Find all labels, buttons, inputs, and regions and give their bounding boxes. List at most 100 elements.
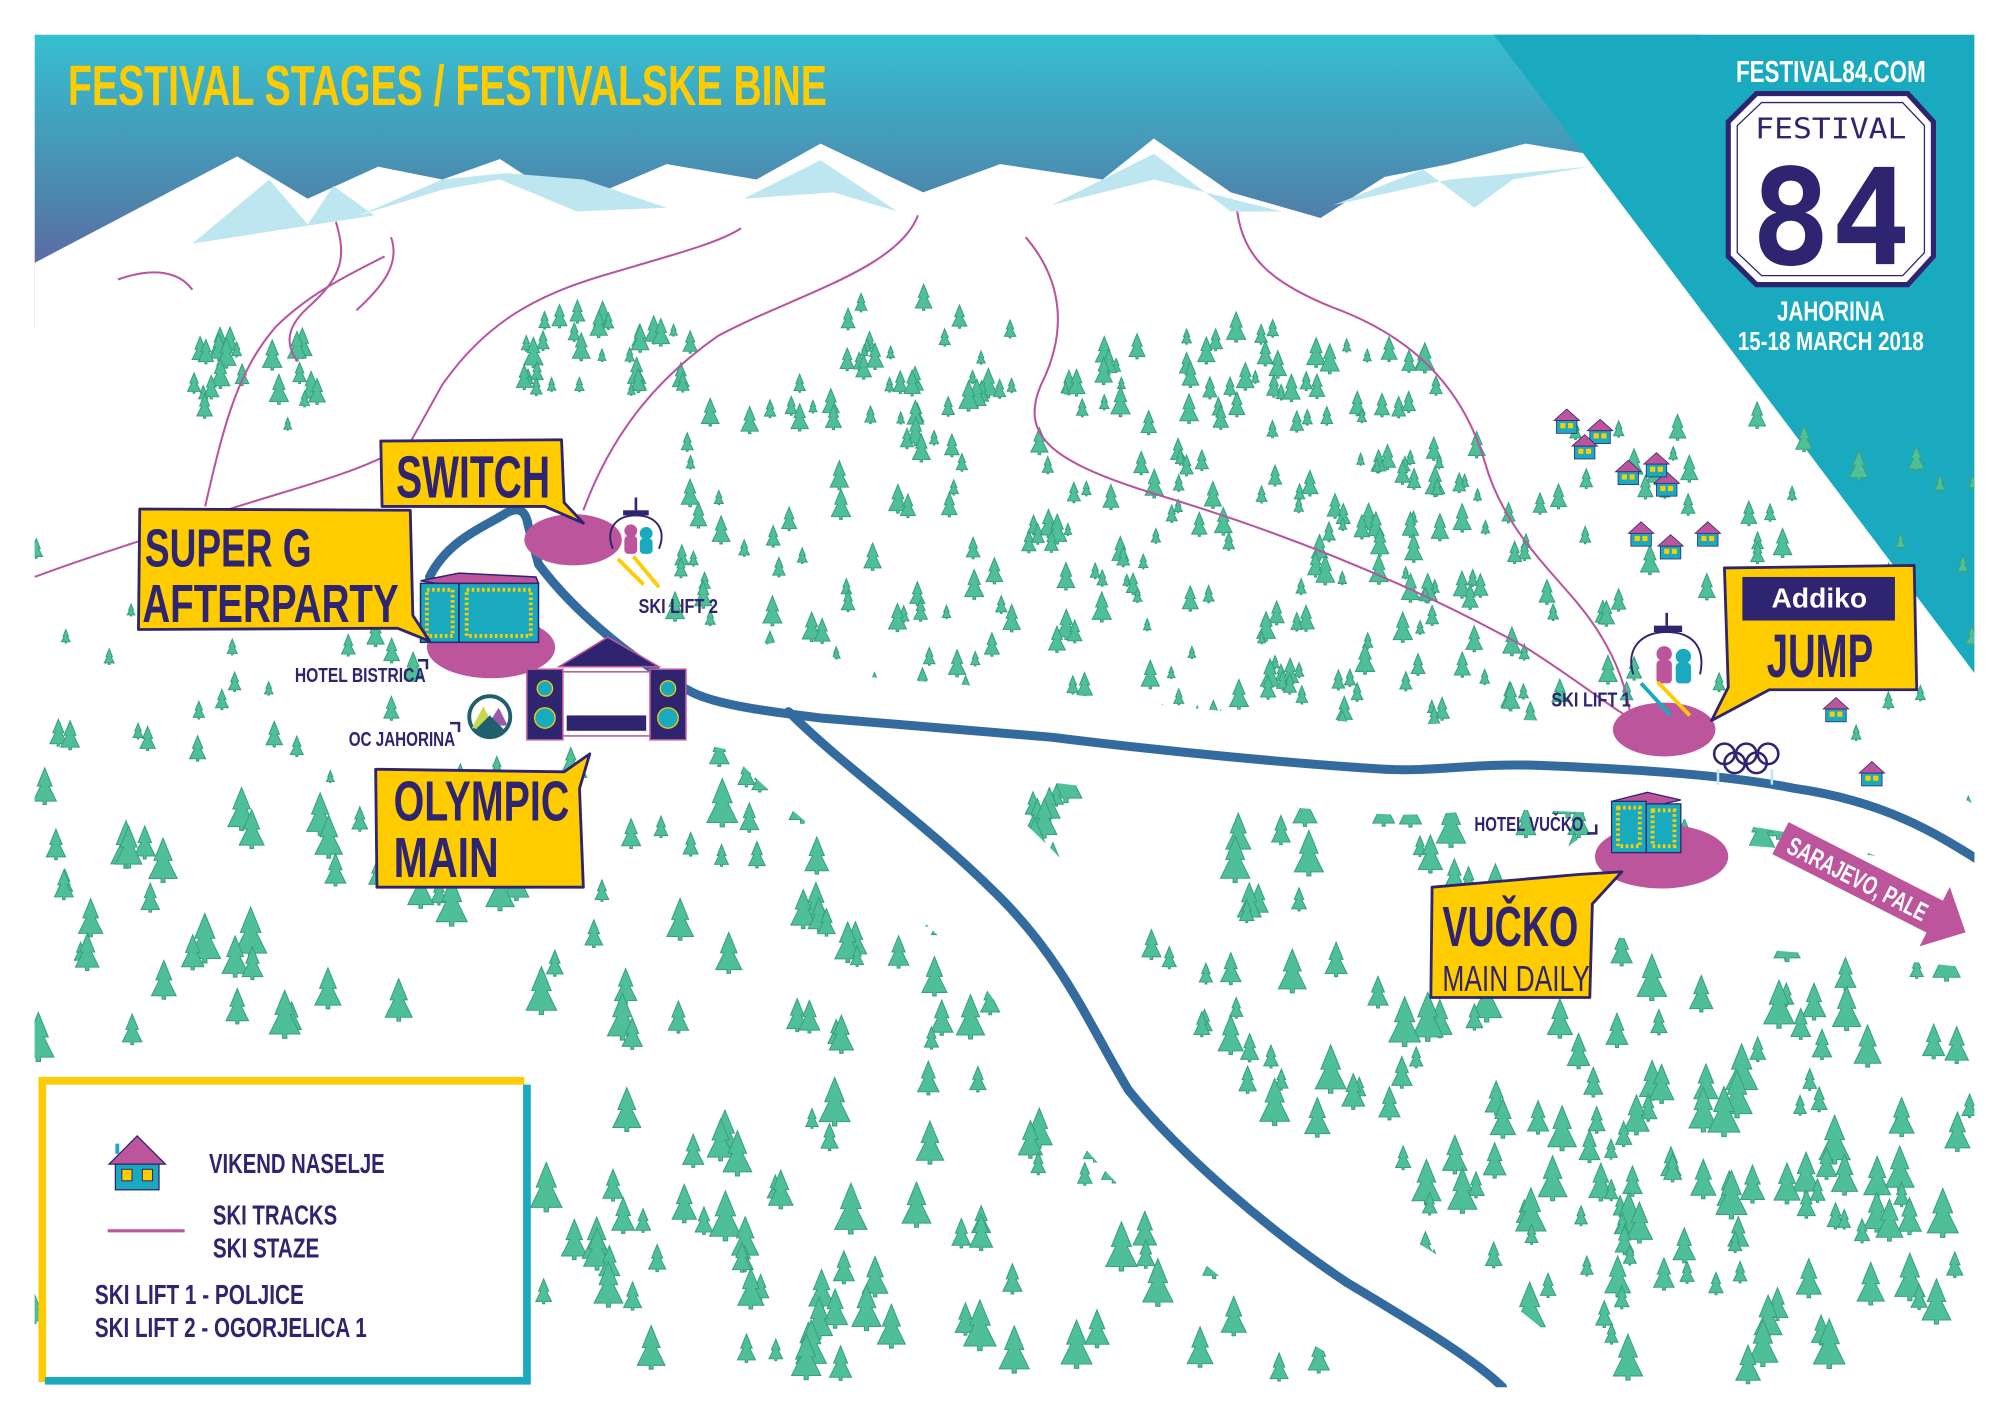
tree-icon: [1258, 1077, 1291, 1127]
tree-icon: [1076, 1161, 1093, 1186]
ski-lift-1-area[interactable]: [1612, 702, 1716, 757]
jump-label[interactable]: JUMP: [1767, 622, 1873, 691]
tree-icon: [1524, 1222, 1539, 1245]
tree-icon: [1489, 1097, 1517, 1139]
tree-icon: [1539, 1271, 1557, 1299]
tree-icon: [1637, 473, 1654, 500]
website-label[interactable]: FESTIVAL84.COM: [1736, 54, 1926, 89]
tree-icon: [1707, 1270, 1724, 1296]
tree-icon: [1356, 407, 1368, 424]
tree-icon: [1810, 1085, 1828, 1113]
tree-icon: [714, 931, 743, 974]
tree-icon: [1790, 1007, 1812, 1040]
tree-icon: [887, 934, 910, 969]
tree-icon: [689, 500, 708, 529]
tree-icon: [1688, 974, 1714, 1013]
tree-icon: [1853, 1023, 1882, 1068]
tree-icon: [1228, 390, 1246, 418]
vucko-stage-callout[interactable]: VUČKO MAIN DAILY: [1429, 870, 1624, 999]
tree-icon: [121, 1012, 143, 1046]
tree-icon: [1198, 961, 1214, 985]
tree-icon: [804, 835, 830, 875]
tree-icon: [804, 1107, 820, 1129]
tree-icon: [1193, 1010, 1211, 1038]
tree-icon: [1848, 448, 1870, 481]
tree-icon: [594, 878, 610, 902]
vucko-label[interactable]: VUČKO: [1442, 895, 1578, 958]
tree-icon: [975, 349, 987, 365]
oc-jahorina-label[interactable]: OC JAHORINA: [349, 728, 456, 751]
tree-icon: [967, 369, 978, 385]
tree-icon: [140, 881, 161, 913]
tree-icon: [1228, 678, 1250, 710]
tree-icon: [1452, 471, 1467, 494]
super-g-label[interactable]: SUPER G: [145, 519, 312, 579]
tree-icon: [630, 323, 650, 353]
main-daily-label[interactable]: MAIN DAILY: [1442, 959, 1589, 999]
tree-icon: [675, 371, 690, 393]
switch-stage-label[interactable]: SWITCH: [396, 445, 550, 510]
tree-icon: [1668, 413, 1687, 441]
tree-icon: [1282, 672, 1298, 695]
tree-icon: [265, 720, 284, 748]
switch-stage-callout[interactable]: SWITCH: [379, 438, 585, 525]
tree-icon: [708, 1189, 743, 1242]
tree-icon: [1896, 1196, 1923, 1236]
tree-icon: [668, 322, 679, 337]
tree-icon: [951, 1217, 972, 1249]
ski-lift-2-label[interactable]: SKI LIFT 2: [638, 595, 717, 618]
house-icon: [1642, 452, 1671, 478]
tree-icon: [828, 1013, 855, 1054]
tree-icon: [1749, 1035, 1767, 1063]
super-g-stage-callout[interactable]: SUPER G AFTERPARTY: [137, 507, 431, 643]
afterparty-label[interactable]: AFTERPARTY: [142, 574, 398, 634]
tree-icon: [647, 1243, 667, 1273]
ski-lift-1-label[interactable]: SKI LIFT 1: [1551, 688, 1630, 711]
tree-icon: [1801, 981, 1827, 1021]
tree-icon: [798, 998, 821, 1034]
tree-icon: [1030, 1150, 1047, 1176]
tree-icon: [1043, 529, 1060, 553]
tree-icon: [1341, 1072, 1366, 1110]
tree-icon: [1914, 684, 1927, 702]
tree-icon: [1921, 1277, 1952, 1325]
tree-icon: [1290, 886, 1308, 912]
tree-icon: [731, 1241, 753, 1273]
hotel-vucko-label[interactable]: HOTEL VUČKO: [1474, 812, 1583, 836]
tree-icon: [851, 1283, 882, 1332]
weekend-houses: [1552, 408, 1886, 787]
tree-icon: [1179, 453, 1194, 477]
tree-icon: [1141, 928, 1162, 961]
tree-icon: [680, 477, 700, 508]
switch-area[interactable]: [524, 514, 622, 566]
legend-tracks-en: SKI TRACKS: [213, 1198, 337, 1230]
tree-icon: [1165, 503, 1179, 524]
tree-icon: [653, 814, 669, 839]
dates-label: 15-18 MARCH 2018: [1738, 328, 1924, 356]
tree-icon: [947, 648, 967, 678]
olympic-main-stage-callout[interactable]: OLYMPIC MAIN: [374, 752, 592, 889]
main-label[interactable]: MAIN: [394, 826, 499, 889]
hotel-bistrica-building-icon: [419, 572, 540, 644]
tree-icon: [1894, 531, 1907, 550]
tree-icon: [1747, 1318, 1779, 1368]
house-icon: [1570, 434, 1599, 460]
jump-stage-callout[interactable]: Addiko JUMP: [1710, 563, 1919, 722]
location-label: JAHORINA: [1777, 295, 1885, 327]
tree-icon: [1401, 565, 1411, 580]
tree-icon: [818, 1076, 851, 1127]
hotel-bistrica-label[interactable]: HOTEL BISTRICA: [295, 664, 426, 687]
tree-icon: [263, 680, 274, 696]
tree-icon: [1802, 1067, 1818, 1091]
tree-icon: [901, 1180, 932, 1228]
tree-icon: [1293, 829, 1325, 877]
tree-icon: [1378, 443, 1397, 470]
tree-icon: [1391, 395, 1407, 419]
tree-icon: [1275, 383, 1287, 401]
tree-icon: [1652, 1256, 1676, 1291]
tree-icon: [968, 1212, 994, 1251]
olympic-label[interactable]: OLYMPIC: [394, 770, 570, 833]
tree-icon: [1362, 347, 1373, 363]
tree-icon: [780, 505, 798, 532]
